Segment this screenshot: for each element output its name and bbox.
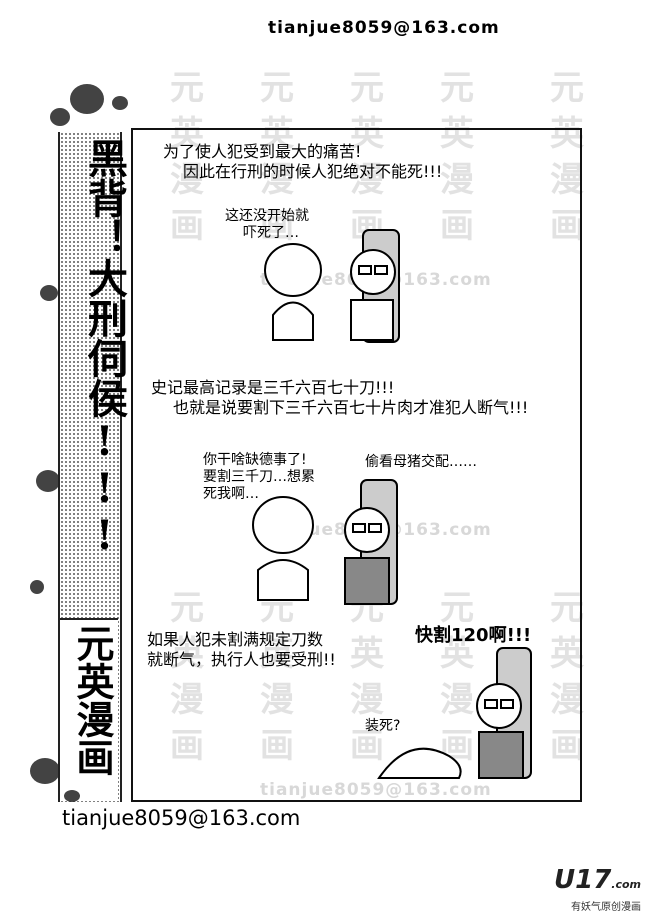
watermark-char: 漫 — [440, 160, 474, 200]
watermark-char: 漫 — [550, 160, 584, 200]
watermark-char: 元 — [440, 68, 474, 108]
watermark-char: 英 — [170, 634, 204, 674]
watermark-char: 元 — [170, 68, 204, 108]
watermark-char: 英 — [440, 114, 474, 154]
watermark-char: 漫 — [550, 680, 584, 720]
bubble-2-line-3: 死我啊… — [203, 486, 259, 502]
watermark-char: 漫 — [440, 680, 474, 720]
caption-1-line-1: 为了使人犯受到最大的痛苦! — [163, 142, 362, 161]
watermark-char: 画 — [550, 726, 584, 766]
studio-name: 元英漫画 — [70, 624, 115, 776]
logo-mark: U17 — [553, 865, 612, 895]
scene-2-figures — [243, 479, 443, 614]
spine-title: 黑背！大刑伺侯!!! — [81, 138, 128, 559]
watermark-char: 漫 — [260, 160, 294, 200]
watermark-char: 元 — [350, 68, 384, 108]
caption-3-line-1: 如果人犯未割满规定刀数 — [147, 630, 324, 649]
watermark-char: 元 — [550, 588, 584, 628]
caption-2: 史记最高记录是三千六百七十刀!!! 也就是说要割下三千六百七十片肉才准犯人断气!… — [151, 378, 528, 418]
scene-3-figures — [369, 644, 559, 788]
watermark-char: 漫 — [350, 680, 384, 720]
caption-2-line-2: 也就是说要割下三千六百七十片肉才准犯人断气!!! — [173, 398, 529, 417]
watermark-char: 英 — [170, 114, 204, 154]
watermark-char: 元 — [550, 68, 584, 108]
watermark-char: 元 — [260, 68, 294, 108]
watermark-char: 画 — [350, 726, 384, 766]
logo-tagline: 有妖气原创漫画 — [571, 902, 641, 913]
caption-3: 如果人犯未割满规定刀数 就断气，执行人也要受刑!! — [147, 630, 336, 670]
scene-1-figures — [253, 229, 453, 354]
bubble-2-line-2: 要割三千刀…想累 — [203, 469, 315, 485]
speech-bubble-5: 装死? — [365, 718, 401, 734]
watermark-char: 英 — [350, 634, 384, 674]
watermark-char: 英 — [550, 634, 584, 674]
watermark-char: 画 — [260, 726, 294, 766]
watermark-char: 画 — [170, 726, 204, 766]
watermark-char: 英 — [550, 114, 584, 154]
caption-1-line-2: 因此在行刑的时候人犯绝对不能死!!! — [183, 162, 443, 181]
watermark-char: 画 — [260, 206, 294, 246]
watermark-char: 漫 — [170, 680, 204, 720]
watermark-char: 漫 — [350, 160, 384, 200]
watermark-char: 英 — [350, 114, 384, 154]
speech-bubble-1: 这还没开始就 吓死了… — [225, 208, 309, 242]
watermark-char: 画 — [550, 206, 584, 246]
u17-logo: U17.com 有妖气原创漫画 — [554, 867, 641, 913]
watermark-char: 画 — [170, 206, 204, 246]
watermark-char: 英 — [440, 634, 474, 674]
watermark-char: 漫 — [170, 160, 204, 200]
header-email: tianjue8059@163.com — [268, 18, 500, 38]
title-spine: 黑背！大刑伺侯!!! 元英漫画 — [58, 132, 128, 802]
caption-3-line-2: 就断气，执行人也要受刑!! — [147, 650, 336, 669]
watermark-char: 漫 — [260, 680, 294, 720]
logo-domain: .com — [611, 878, 641, 891]
watermark-char: 英 — [260, 114, 294, 154]
watermark-char: 元 — [170, 588, 204, 628]
speech-bubble-4: 快割120啊!!! — [415, 625, 532, 646]
comic-panel: 为了使人犯受到最大的痛苦! 因此在行刑的时候人犯绝对不能死!!! 这还没开始就 … — [131, 128, 582, 802]
watermark-char: 元 — [440, 588, 474, 628]
watermark-email: tianjue8059@163.com — [260, 780, 492, 800]
studio-box: 元英漫画 — [60, 618, 118, 800]
watermark-layer: 元英漫画元英漫画元英漫画元英漫画元英漫画元英漫画元英漫画元英漫画元英漫画元英漫画… — [160, 60, 640, 920]
caption-1: 为了使人犯受到最大的痛苦! 因此在行刑的时候人犯绝对不能死!!! — [163, 142, 442, 182]
bubble-2-line-1: 你干啥缺德事了! — [203, 452, 307, 468]
bubble-1-line-1: 这还没开始就 — [225, 208, 309, 224]
bubble-1-line-2: 吓死了… — [243, 225, 299, 241]
caption-2-line-1: 史记最高记录是三千六百七十刀!!! — [151, 378, 395, 397]
watermark-char: 英 — [260, 634, 294, 674]
speech-bubble-3: 偷看母猪交配…… — [365, 454, 477, 470]
speech-bubble-2: 你干啥缺德事了! 要割三千刀…想累 死我啊… — [203, 452, 315, 503]
watermark-char: 画 — [440, 206, 474, 246]
footer-email: tianjue8059@163.com — [62, 806, 301, 830]
